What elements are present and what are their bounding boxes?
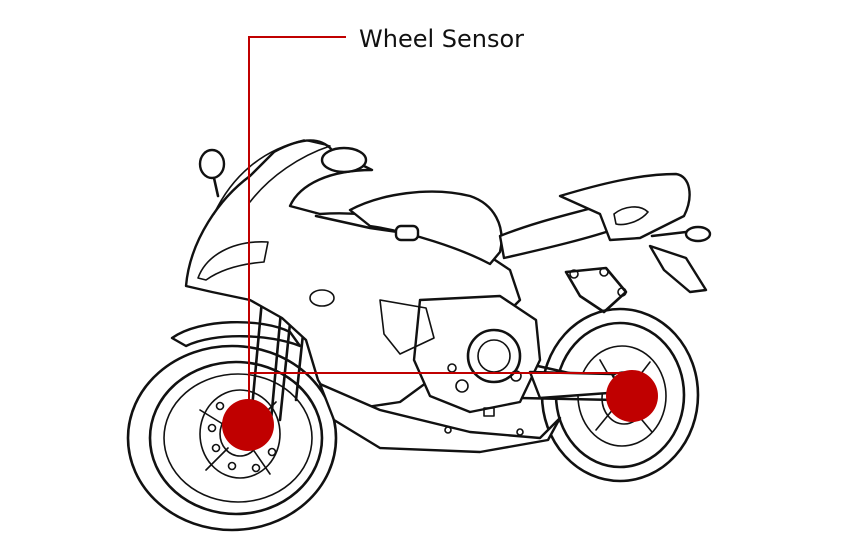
motorcycle-illustration <box>126 139 712 532</box>
turn-signal <box>684 225 712 243</box>
fairing-badge <box>309 289 335 307</box>
windscreen <box>213 139 331 215</box>
engine <box>412 294 542 417</box>
wheel-sensor-callout: Wheel Sensor <box>222 25 658 451</box>
side-vent <box>379 299 435 355</box>
rear-wheel-sensor-marker <box>606 370 658 422</box>
fuel-tank <box>348 190 503 266</box>
tail-light <box>613 206 649 226</box>
handlebar-grip <box>394 224 420 242</box>
wheel-sensor-label: Wheel Sensor <box>359 25 524 53</box>
belly-pan <box>318 382 562 454</box>
front-wheel-sensor-marker <box>222 399 274 451</box>
license-plate-bracket <box>648 244 708 294</box>
rear-footpeg <box>650 230 688 238</box>
mirror <box>198 146 368 198</box>
leader-line-main <box>248 36 346 428</box>
rear-subframe <box>564 266 628 314</box>
front-fender <box>170 321 302 348</box>
headlight <box>197 241 269 281</box>
tail-section <box>558 172 691 242</box>
